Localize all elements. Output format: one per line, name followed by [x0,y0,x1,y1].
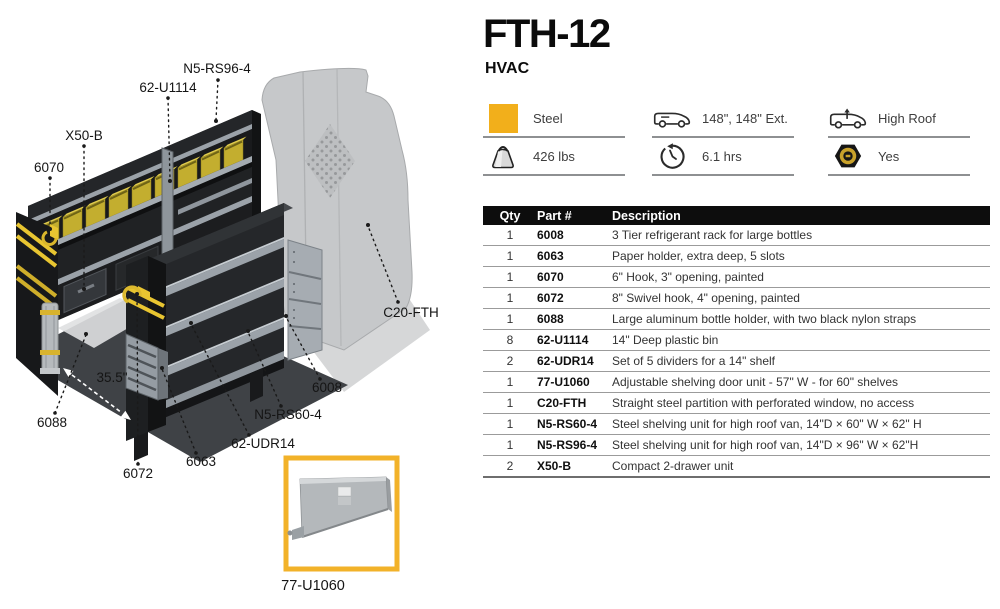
van-high-roof-icon [828,105,868,131]
callout-6008: 6008 [284,314,342,395]
column-header-description: Description [612,206,990,225]
callout-62-udr14: 62-UDR14 [189,321,295,451]
callout-62-u1114: 62-U1114 [139,80,197,183]
svg-text:C20-FTH: C20-FTH [383,305,439,320]
callout-6063: 6063 [160,366,216,469]
bottle-holder-6088 [40,302,60,374]
callouts: N5-RS96-4 62-U1114 X50-B 6070 C20-FTH 60… [34,61,439,481]
inset-77-u1060: 77-U1060 [281,455,400,594]
svg-text:62-U1114: 62-U1114 [139,80,197,95]
weight-icon [483,142,523,170]
spec-roof-label: High Roof [878,110,936,126]
steel-swatch-icon [483,103,523,133]
callout-c20-fth: C20-FTH [366,223,439,320]
svg-text:X50-B: X50-B [65,128,103,143]
spec-grid: Steel 148", 148" Ext. [483,100,990,176]
rack-6008 [287,239,323,361]
inset-label: 77-U1060 [281,578,345,594]
spec-install-time: 6.1 hrs [652,138,794,176]
svg-text:62-UDR14: 62-UDR14 [231,436,295,451]
callout-n5-rs60-4: N5-RS60-4 [246,329,322,422]
page-subtitle: HVAC [485,60,530,77]
svg-text:N5-RS96-4: N5-RS96-4 [183,61,251,76]
svg-text:N5-RS60-4: N5-RS60-4 [254,407,322,422]
column-header-part: Part # [537,206,612,225]
spec-material: Steel [483,100,625,138]
callout-n5-rs96-4: N5-RS96-4 [183,61,251,123]
svg-text:6070: 6070 [34,160,64,175]
nut-badge-icon [828,141,868,171]
spec-certified-label: Yes [878,148,900,164]
svg-text:6072: 6072 [123,466,153,481]
callout-6070: 6070 [34,160,64,231]
dimension-arrow: 35.5" [63,368,131,420]
clock-icon [652,142,692,170]
spec-weight-label: 426 lbs [533,148,575,164]
svg-text:6063: 6063 [186,454,216,469]
spec-material-label: Steel [533,110,563,126]
product-diagram: 35.5" N5-RS96-4 62-U1114 X50-B 6070 C20-… [15,61,439,594]
svg-text:6088: 6088 [37,415,67,430]
spec-roof: High Roof [828,100,970,138]
callout-6088: 6088 [37,332,88,430]
parts-table-header: Qty Part # Description [483,206,990,225]
callout-x50-b: X50-B [65,128,103,291]
column-header-qty: Qty [483,206,537,225]
van-side-icon [652,106,692,130]
page-title: FTH-12 [483,12,611,56]
shelving-unit-n5-rs60-4 [122,203,323,461]
hook-6070 [41,224,58,246]
paper-holder-6063 [125,333,168,401]
svg-text:6008: 6008 [312,380,342,395]
hook-6072 [122,285,150,304]
spec-length: 148", 148" Ext. [652,100,794,138]
dimension-label: 35.5" [96,370,127,385]
spec-weight: 426 lbs [483,138,625,176]
spec-certified: Yes [828,138,970,176]
callout-6072: 6072 [123,292,153,481]
spec-install-time-label: 6.1 hrs [702,148,742,164]
divider-post [161,147,174,263]
spec-length-label: 148", 148" Ext. [702,110,788,126]
